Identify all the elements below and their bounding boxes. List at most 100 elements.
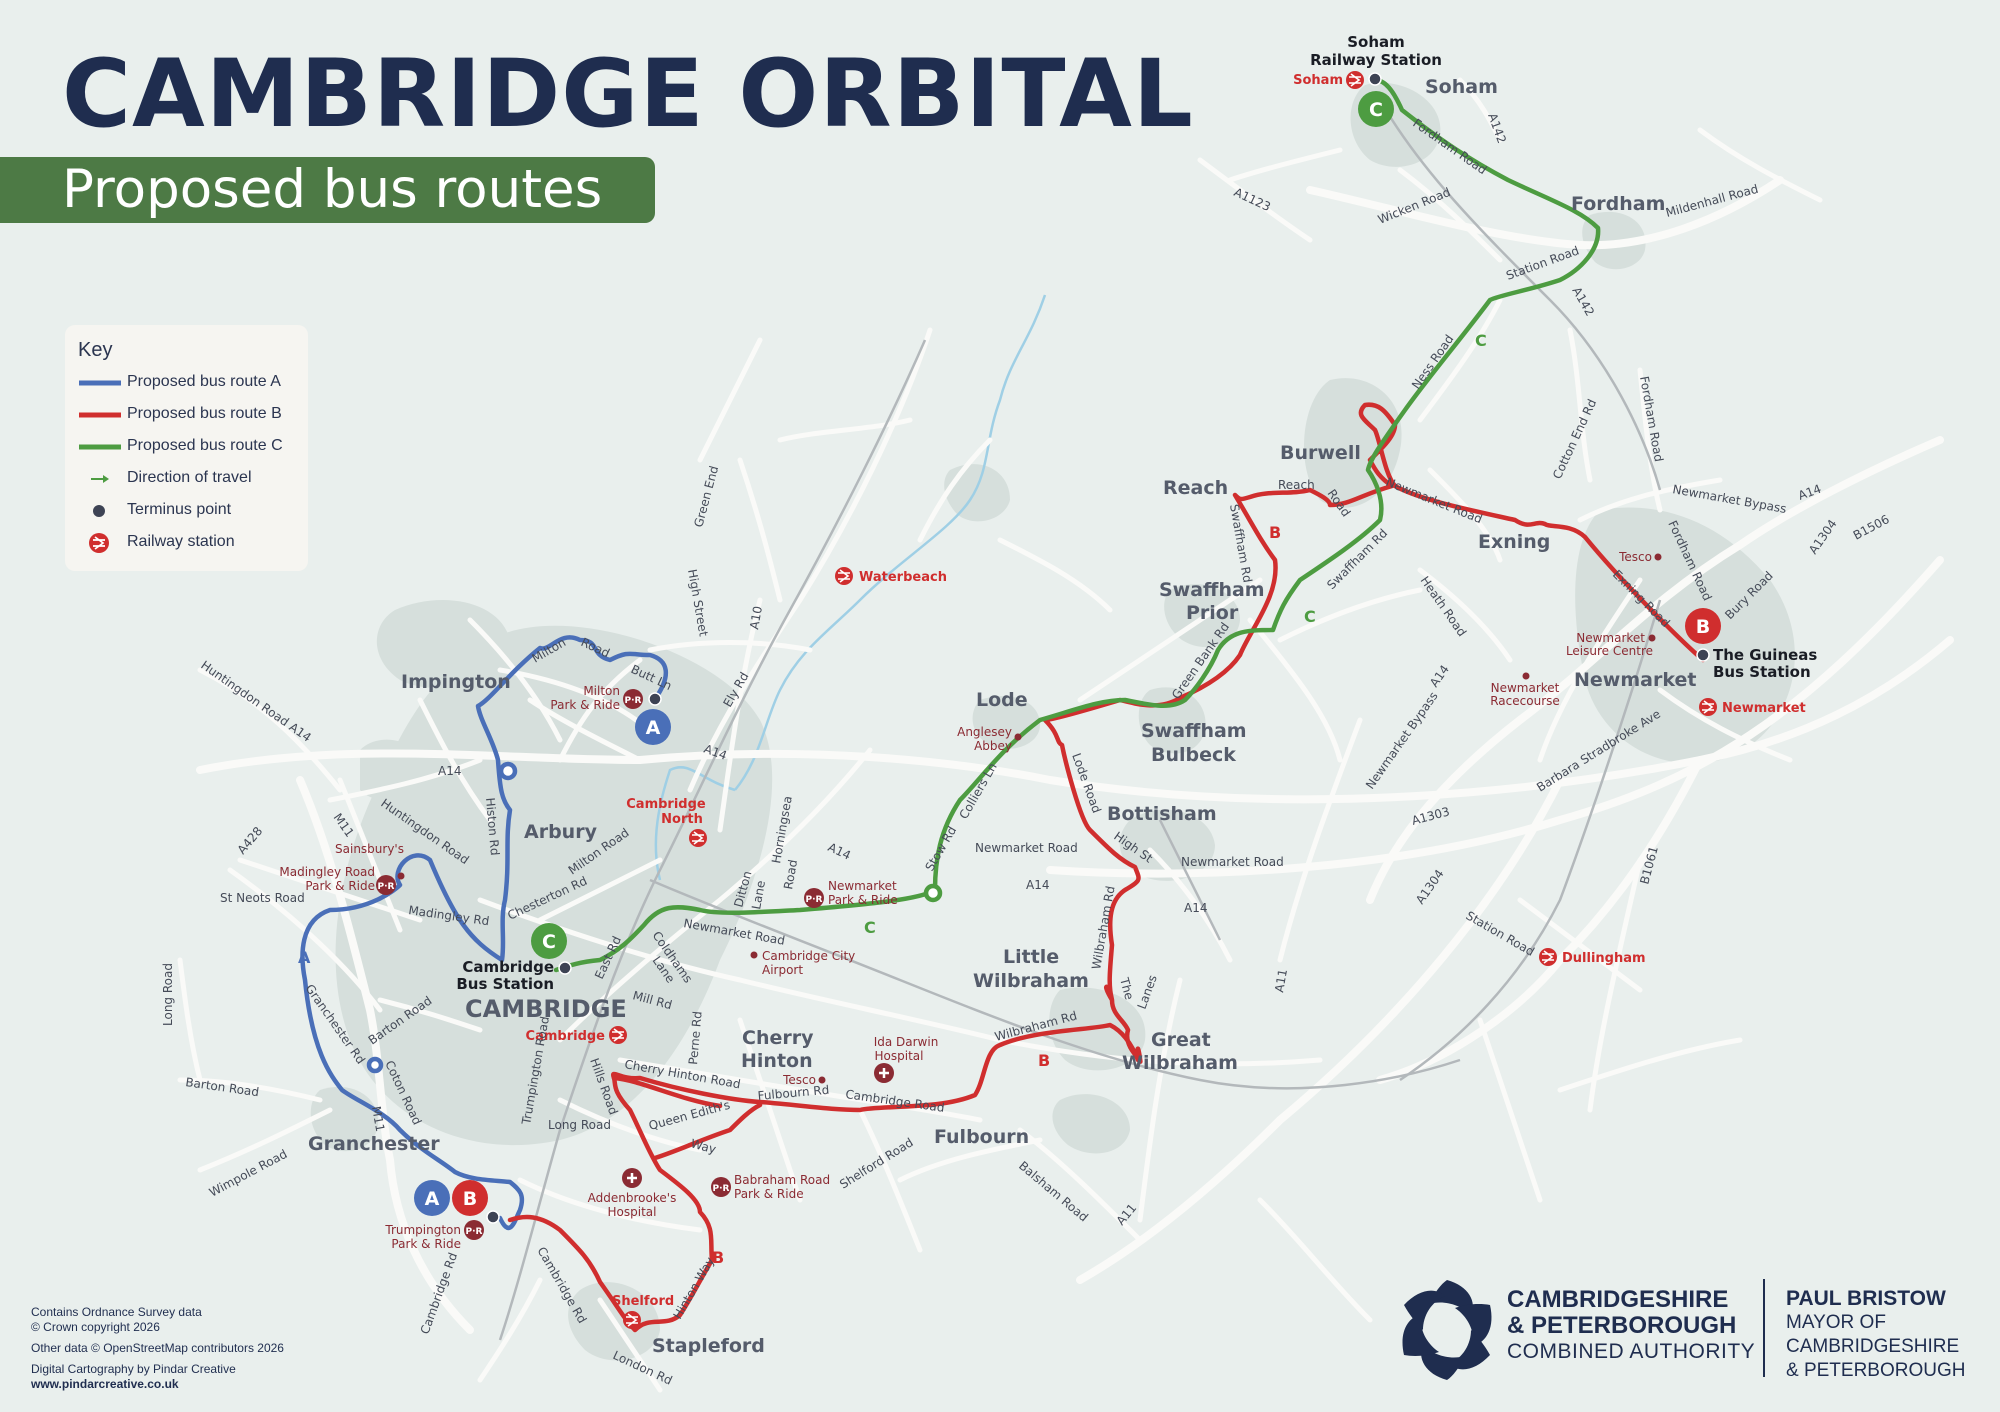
route-b-line-letter-south: B [712,1248,724,1267]
place-stapleford: Stapleford [652,1335,765,1357]
key-label-direction: Direction of travel [127,469,252,486]
poi-dot-sainsburys [397,872,405,880]
key-label-railway: Railway station [127,533,235,550]
terminus-cbs-1: Cambridge [462,958,554,976]
key-label-route-a: Proposed bus route A [127,373,281,390]
railway-icon-soham [1346,71,1364,89]
poi-labels: Milton Park & Ride Madingley Road Park &… [279,550,1653,1251]
poi-dot-tesco-cherry-hinton [818,1076,826,1084]
road-b1061: B1061 [1637,845,1661,886]
poi-anglesey-2: Abbey [974,739,1012,753]
railway-icon-newmarket [1699,698,1717,716]
route-a-badge-trumpington: A [414,1180,450,1216]
poi-airport-1: Cambridge City [762,949,855,963]
terminus-soham-1: Soham [1347,33,1405,51]
road-newmarket-road-east-2: Newmarket Road [1181,855,1284,869]
key-item-terminus: Terminus point [79,498,304,524]
key-label-route-c: Proposed bus route C [127,437,283,454]
terminus-dot-icon [93,505,105,517]
hospital-icon-ida-darwin [874,1063,894,1083]
svg-text:P·R: P·R [378,882,395,892]
place-little-wilbraham-1: Little [1003,946,1059,968]
poi-newmarket-pr-1: Newmarket [828,879,897,893]
poi-airport-2: Airport [762,963,803,977]
key-item-route-c: Proposed bus route C [79,434,304,460]
poi-milton-2: Park & Ride [550,698,620,712]
station-newmarket: Newmarket [1722,701,1806,716]
poi-newmarket-pr-2: Park & Ride [828,893,898,907]
road-m11-south: M11 [369,1105,387,1133]
credit-os-data: Contains Ordnance Survey data [31,1305,202,1319]
poi-addenbrookes-2: Hospital [608,1205,657,1219]
svg-text:P·R: P·R [713,1184,730,1194]
page-title: CAMBRIDGE ORBITAL [62,40,1194,149]
mayor-line-1: PAUL BRISTOW [1786,1287,1946,1310]
authority-line-2: & PETERBOROUGH [1507,1312,1737,1339]
mayor-line-4: & PETERBOROUGH [1786,1360,1966,1381]
road-barton-road-west: Barton Road [185,1075,260,1099]
route-c-line-letter-west: C [864,918,876,937]
logo-divider [1763,1279,1765,1377]
road-wilbraham-rd-vertical: Wilbraham Rd [1089,885,1117,971]
station-shelford: Shelford [612,1294,674,1309]
road-long-road: Long Road [548,1118,611,1132]
map-credits: Contains Ordnance Survey data © Crown co… [31,1305,284,1392]
poi-leisure-2: Leisure Centre [1566,644,1653,658]
poi-racecourse-2: Racecourse [1490,694,1560,708]
road-newmarket-bypass-south: Newmarket Bypass [1363,689,1441,792]
route-c-line-letter-mid: C [1304,607,1316,626]
river [654,294,1047,881]
road-long-road-west: Long Road [161,963,175,1026]
terminus-cbs-2: Bus Station [456,975,554,993]
poi-ida-darwin-2: Hospital [875,1049,924,1063]
mayor-line-2: MAYOR OF [1786,1312,1886,1333]
road-ditton-2: Lane [749,879,768,910]
park-and-ride-icon-babraham: P·R [711,1177,731,1197]
poi-racecourse-1: Newmarket [1491,681,1560,695]
road-a142-north: A142 [1485,111,1509,145]
place-lode: Lode [976,689,1028,711]
road-horningsea-2: Road [781,858,800,890]
terminus-guineas-1: The Guineas [1713,646,1817,664]
terminus-dot-newmarket [1696,648,1710,662]
svg-text:A: A [646,717,661,739]
place-soham: Soham [1425,76,1498,98]
road-fordham-road-east: Fordham Road [1637,375,1666,463]
road-high-street: High Street [685,568,711,638]
key-item-route-a: Proposed bus route A [79,370,304,396]
road-a14-east: A14 [826,840,853,863]
road-a14-west: A14 [438,764,461,778]
road-b1506: B1506 [1851,512,1892,543]
key-item-railway: Railway station [79,530,304,556]
combined-authority-logo: CAMBRIDGESHIRE & PETERBOROUGH COMBINED A… [1400,1275,1985,1390]
road-a1304-south: A1304 [1413,867,1447,907]
road-perne-rd: Perne Rd [686,1011,705,1066]
road-a1123: A1123 [1232,185,1273,214]
poi-madingley-2: Park & Ride [305,879,375,893]
road-station-road-dullingham: Station Road [1464,908,1537,958]
railway-icon-cambridge-north [689,829,707,847]
place-cherry-hinton-1: Cherry [742,1027,814,1049]
route-a-badge-milton: A [635,709,671,745]
route-a-line-icon [79,380,121,386]
svg-text:P·R: P·R [625,696,642,706]
credit-osm: Other data © OpenStreetMap contributors … [31,1341,284,1355]
station-cambridge: Cambridge [526,1029,606,1044]
authority-name: CAMBRIDGESHIRE & PETERBOROUGH COMBINED A… [1507,1287,1755,1365]
place-cambridge: CAMBRIDGE [465,995,627,1023]
terminus-guineas-2: Bus Station [1713,663,1811,681]
road-a10: A10 [747,605,765,631]
svg-text:A: A [425,1188,440,1210]
road-queen-ediths-1: Queen Edith's [647,1098,731,1133]
road-a1303: A1303 [1410,804,1451,828]
route-a-line-letter: A [298,948,311,967]
road-a1304-northeast: A1304 [1806,517,1840,557]
railway-icon-cambridge [609,1026,627,1044]
road-newmarket-road-burwell: Newmarket Road [1384,475,1484,526]
route-b-line-letter-east: B [1038,1051,1050,1070]
place-swaffham-bulbeck-2: Bulbeck [1151,744,1236,766]
route-c-line-letter-north: C [1475,331,1487,350]
route-b-line-icon [79,412,121,418]
place-little-wilbraham-2: Wilbraham [973,970,1089,992]
